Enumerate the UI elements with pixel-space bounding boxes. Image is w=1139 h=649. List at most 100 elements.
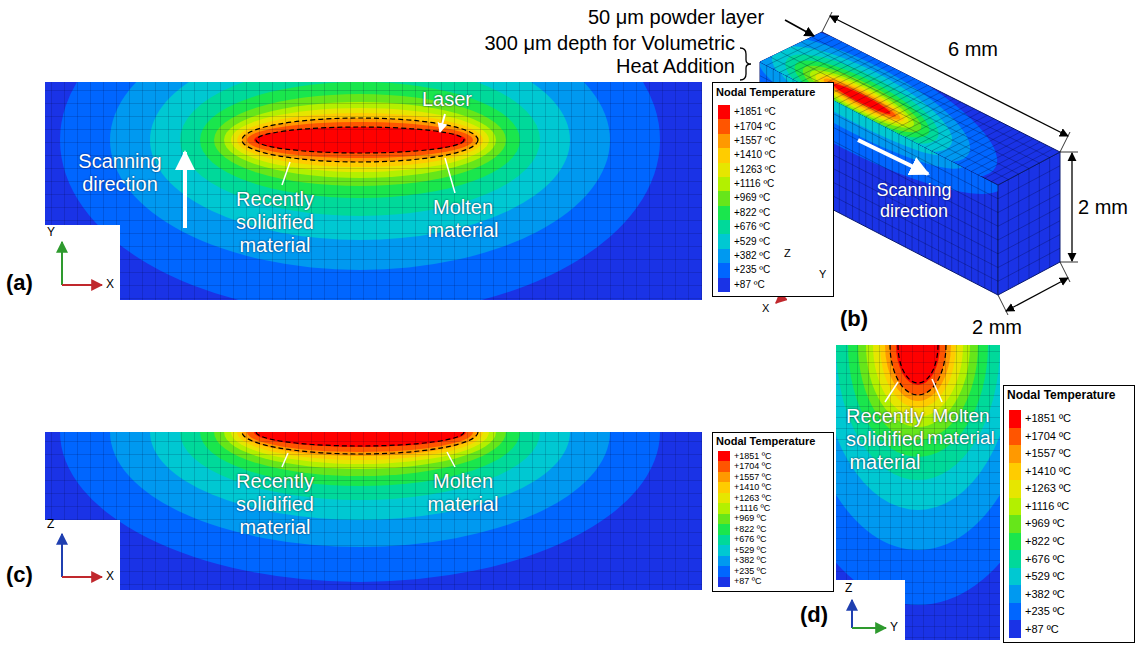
legend-swatch [1009, 480, 1021, 498]
legend-value: +1704 ºC [734, 462, 772, 471]
region-label: Molten material [922, 405, 1000, 449]
panel-letter: (d) [800, 602, 836, 627]
legend-value: +87 ºC [734, 280, 765, 290]
legend-swatch [718, 177, 730, 192]
legend-swatch [1009, 585, 1021, 603]
region-label: Recently solidified material [836, 405, 934, 474]
axis-label: Z [845, 582, 858, 596]
legend-swatch [1009, 445, 1021, 463]
legend-swatch [718, 451, 730, 462]
legend-value: +235 ºC [1025, 606, 1065, 617]
legend-value: +1263 ºC [734, 494, 772, 503]
callout-text: 300 μm depth for Volumetric Heat Additio… [470, 32, 735, 78]
legend-swatch [718, 577, 730, 588]
panel-letter: (b) [840, 306, 880, 331]
legend-swatch [718, 482, 730, 493]
legend-swatch [718, 191, 730, 206]
legend-swatch [718, 493, 730, 504]
legend-swatch [1009, 515, 1021, 533]
legend-value: +822 ºC [734, 525, 767, 534]
color-legend: +1851 ºC+1704 ºC +1557 ºC+1410 ºC +1263 ºC… [712, 432, 834, 592]
legend-swatch [1009, 603, 1021, 621]
color-legend: +1851 ºC +1704 ºC +1557 ºC +1410 ºC +1263 ºC… [712, 82, 834, 297]
legend-value: +1557 ºC [734, 473, 772, 482]
legend-value: +1410 ºC [734, 483, 772, 492]
legend-value: +1410 ºC [1025, 466, 1071, 477]
color-legend: +1851 ºC+1704 ºC+1557 ºC+1410 ºC+1263 ºC… [1003, 385, 1135, 643]
legend-value: +382 ºC [734, 251, 770, 261]
legend-swatch [718, 278, 730, 293]
legend-value: +1851 ºC [1025, 413, 1071, 424]
legend-value: +1116 ºC [734, 504, 770, 513]
legend-swatch [718, 148, 730, 163]
region-label: Recently solidified material [210, 470, 340, 539]
region-label: Molten material [405, 470, 521, 516]
legend-value: +382 ºC [1025, 589, 1065, 600]
axis-label: Z [784, 247, 797, 260]
legend-swatch [718, 234, 730, 249]
legend-value: +1704 ºC [1025, 431, 1071, 442]
legend-value: +822 ºC [1025, 536, 1065, 547]
legend-swatch [718, 134, 730, 149]
legend-value: +1851 ºC [734, 107, 776, 117]
legend-value: +87 ºC [1025, 624, 1059, 635]
legend-swatch [718, 461, 730, 472]
legend-title: Nodal Temperature [716, 86, 832, 99]
legend-swatch [718, 163, 730, 178]
legend-value: +969 ºC [1025, 518, 1065, 529]
dimension-label: 6 mm [948, 38, 1010, 61]
legend-value: +1116 ºC [1025, 501, 1069, 512]
legend-value: +529 ºC [734, 546, 767, 555]
legend-value: +235 ºC [734, 567, 767, 576]
legend-swatch [718, 105, 730, 120]
region-label: Molten material [405, 196, 521, 242]
legend-swatch [718, 514, 730, 525]
legend-value: +1851 ºC [734, 452, 772, 461]
legend-swatch [1009, 410, 1021, 428]
legend-value: +1263 ºC [734, 165, 776, 175]
legend-swatch [1009, 428, 1021, 446]
axis-label: X [106, 570, 119, 584]
legend-swatch [718, 503, 730, 514]
axis-label: Y [819, 268, 832, 281]
direction-label: Scanning direction [66, 150, 174, 196]
legend-swatch [718, 119, 730, 134]
legend-swatch [1009, 550, 1021, 568]
legend-value: +382 ºC [734, 556, 767, 565]
legend-swatch [718, 524, 730, 535]
dimension-label: 2 mm [1078, 196, 1136, 219]
legend-swatch [718, 545, 730, 556]
axis-label: Y [890, 621, 903, 635]
dimension-label: 2 mm [972, 316, 1030, 339]
legend-value: +1116 ºC [734, 179, 774, 189]
legend-title: Nodal Temperature [1007, 389, 1131, 403]
axis-label: X [762, 302, 775, 315]
panel-letter: (a) [6, 270, 46, 295]
legend-swatch [718, 556, 730, 567]
laser-label: Laser [422, 88, 482, 111]
axis-label: X [106, 278, 119, 292]
legend-value: +822 ºC [734, 208, 770, 218]
direction-label: Scanning direction [866, 180, 962, 221]
legend-swatch [718, 249, 730, 264]
legend-value: +1557 ºC [1025, 448, 1071, 459]
legend-value: +1410 ºC [734, 150, 776, 160]
panel-letter: (c) [6, 562, 46, 587]
legend-swatch [718, 472, 730, 483]
region-label: Recently solidified material [210, 188, 340, 257]
legend-value: +1704 ºC [734, 122, 776, 132]
legend-title: Nodal Temperature [716, 435, 832, 448]
axis-label: Y [47, 226, 60, 240]
legend-value: +1557 ºC [734, 136, 776, 146]
legend-swatch [718, 263, 730, 278]
legend-value: +529 ºC [734, 237, 770, 247]
legend-value: +676 ºC [734, 535, 767, 544]
legend-swatch [718, 566, 730, 577]
axis-label: Z [47, 518, 60, 532]
legend-value: +87 ºC [734, 577, 762, 586]
legend-value: +676 ºC [1025, 554, 1065, 565]
callout-text: 50 μm powder layer [588, 6, 788, 29]
legend-value: +235 ºC [734, 265, 770, 275]
legend-value: +529 ºC [1025, 571, 1065, 582]
